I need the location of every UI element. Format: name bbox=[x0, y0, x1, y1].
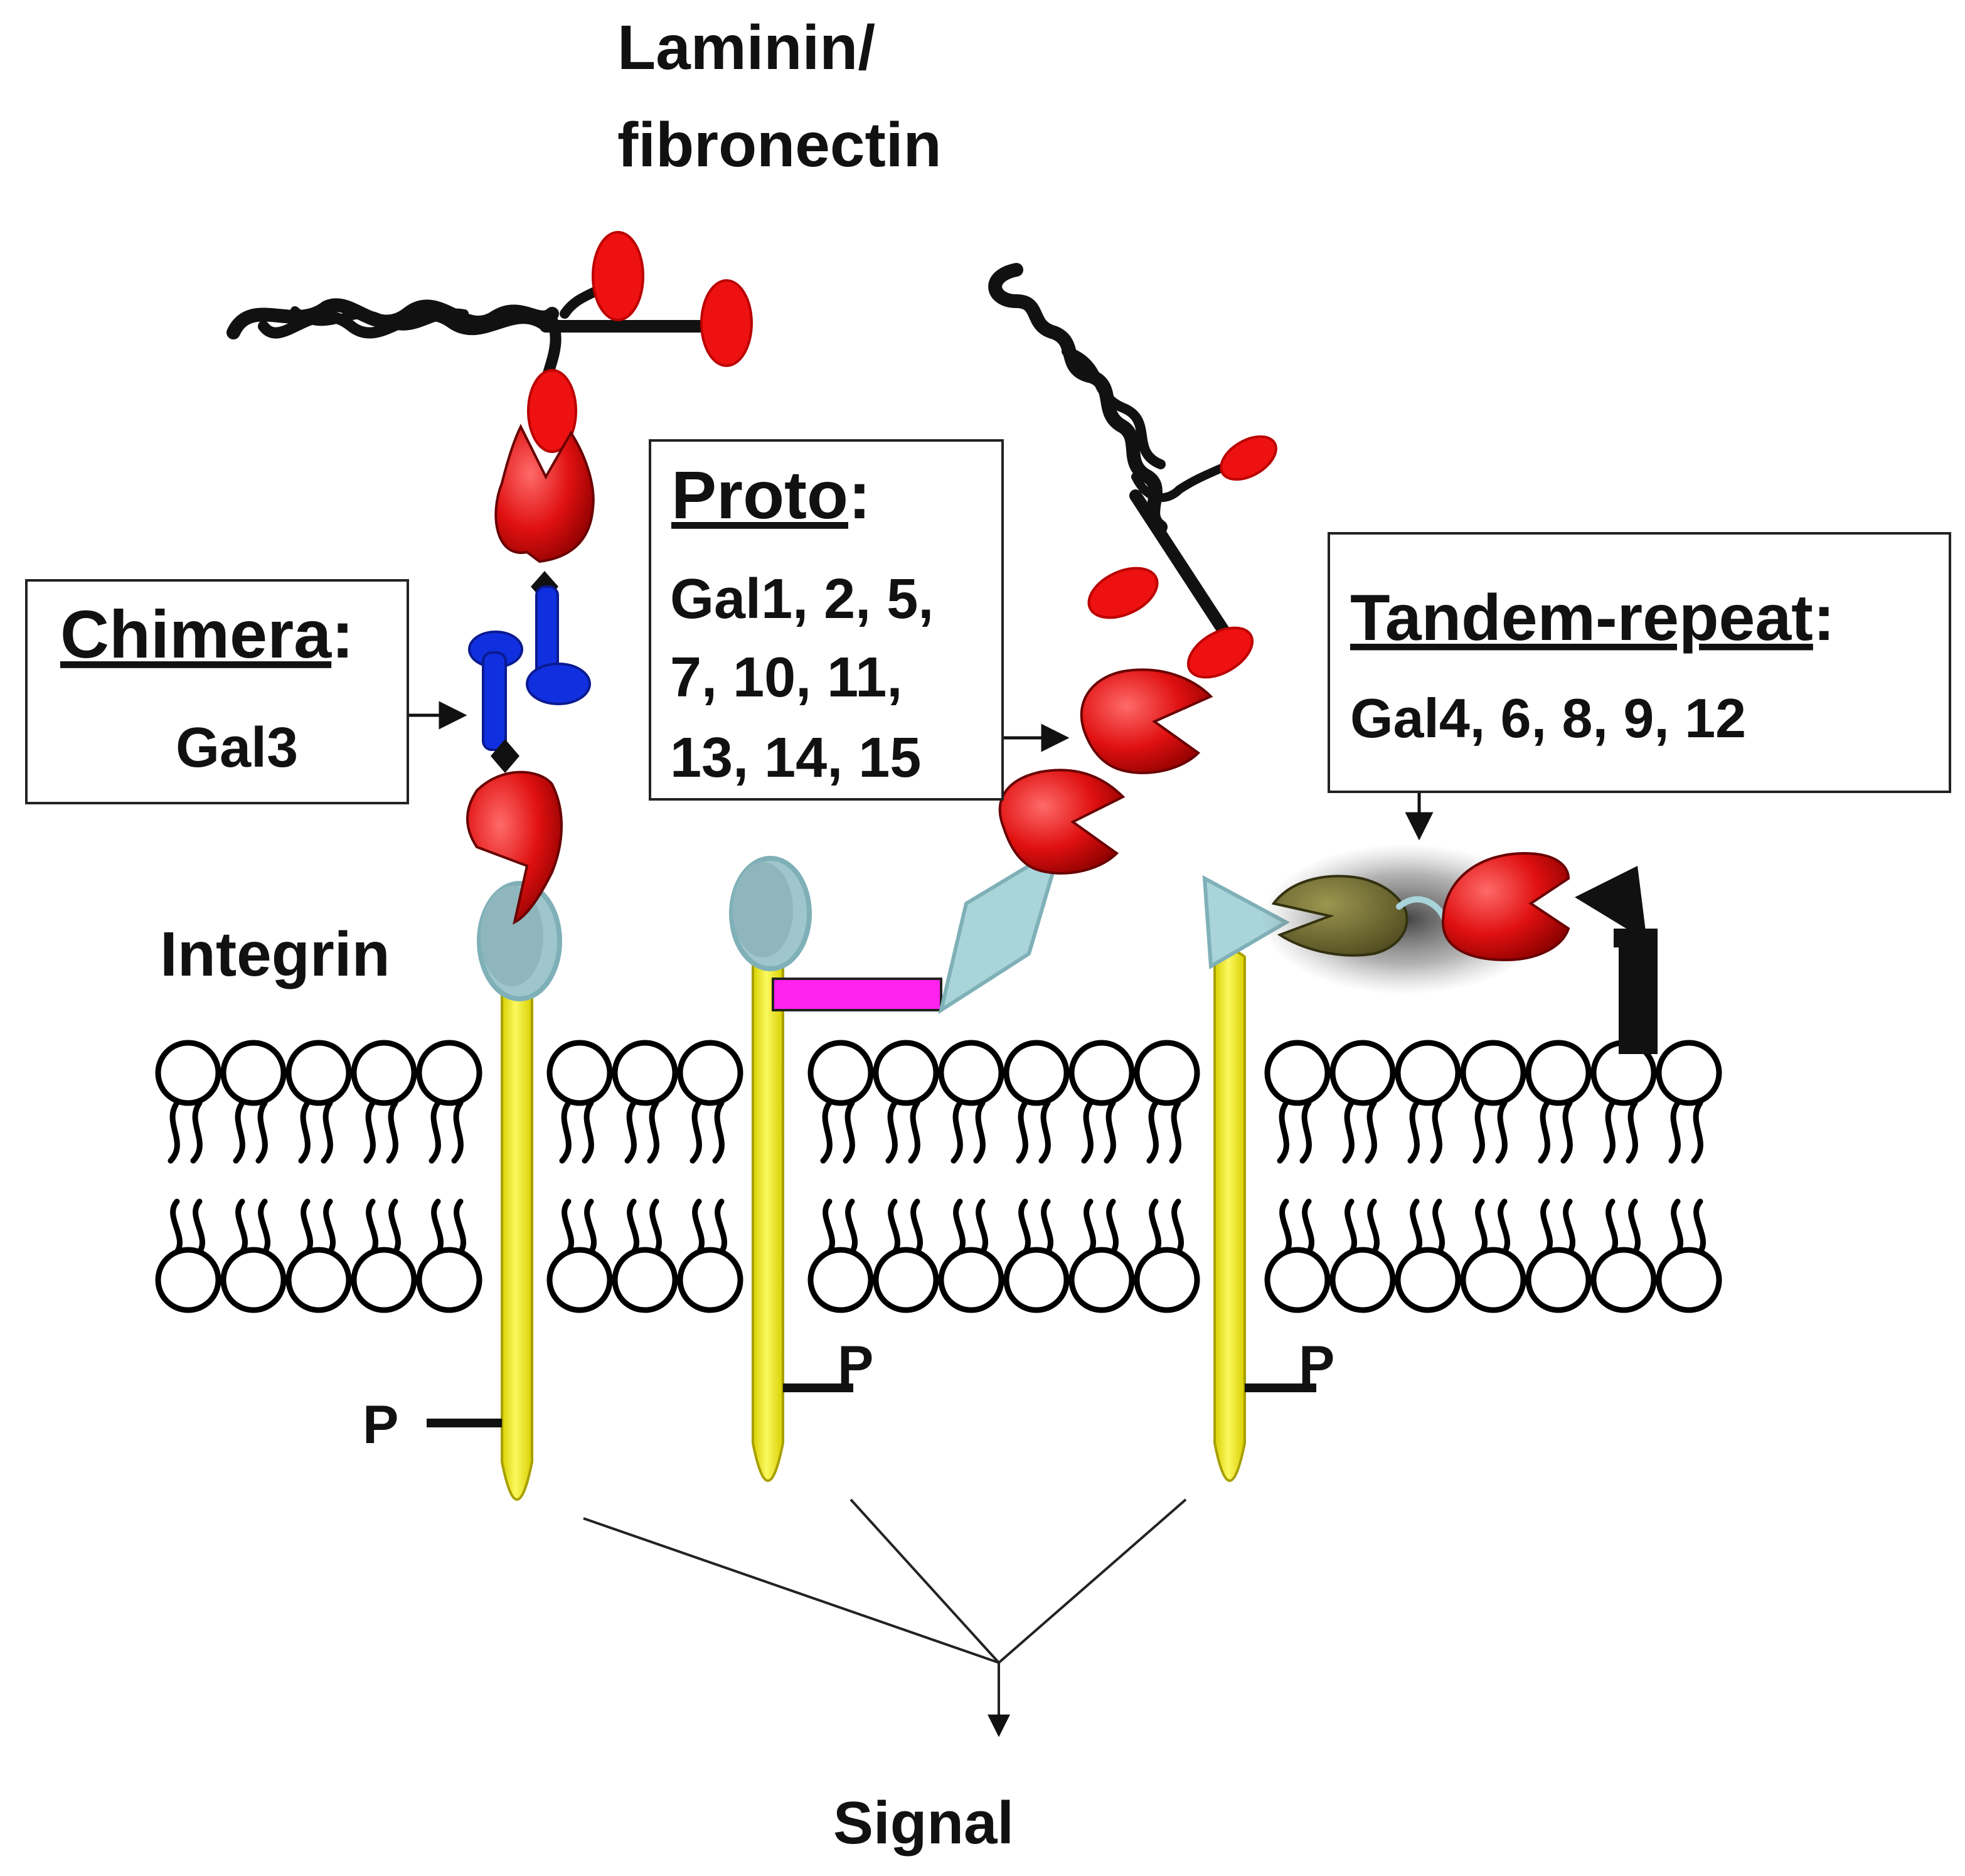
receptor-stalk bbox=[1213, 949, 1246, 1482]
galectin-crd-icon bbox=[466, 770, 563, 925]
lipid-head-icon bbox=[1525, 1040, 1592, 1106]
phosphorylation-2: P bbox=[783, 1335, 873, 1395]
receptor-1 bbox=[477, 881, 562, 1501]
lipid-head-icon bbox=[1264, 1040, 1331, 1106]
lipid-head-icon bbox=[220, 1247, 287, 1313]
phosphorylation-1: P bbox=[363, 1395, 502, 1455]
proto-members-line1: Gal1, 2, 5, bbox=[670, 568, 934, 631]
chimera-box bbox=[25, 579, 409, 804]
proto-members-line2: 7, 10, 11, bbox=[670, 646, 902, 709]
laminin-domain-icon bbox=[700, 279, 753, 367]
chimera-heading: Chimera: bbox=[60, 596, 354, 672]
lipid-bilayer bbox=[155, 1040, 1722, 1313]
laminin-domain-icon bbox=[1087, 567, 1159, 619]
lipid-head-icon bbox=[416, 1040, 482, 1106]
lipid-head-icon bbox=[351, 1040, 417, 1106]
lipid-head-icon bbox=[416, 1247, 482, 1313]
lipid-head-icon bbox=[1656, 1247, 1722, 1313]
proto-heading: Proto: bbox=[671, 457, 871, 533]
tandem-members: Gal4, 6, 8, 9, 12 bbox=[1350, 687, 1746, 749]
lipid-head-icon bbox=[285, 1040, 352, 1106]
galectin-crd-icon bbox=[998, 769, 1126, 875]
receptor-stalk bbox=[501, 981, 533, 1501]
galectin-crd-icon bbox=[1441, 851, 1570, 962]
proto-members-line3: 13, 14, 15 bbox=[670, 727, 921, 789]
receptor-stalk bbox=[752, 953, 784, 1482]
lipid-head-icon bbox=[1656, 1040, 1722, 1106]
phosphorylation-3: P bbox=[1245, 1335, 1334, 1395]
lipid-head-icon bbox=[807, 1040, 874, 1106]
receptor-2 bbox=[729, 843, 1064, 1482]
title-line1: Laminin/ bbox=[617, 13, 875, 83]
lipid-head-icon bbox=[220, 1040, 287, 1106]
lipid-head-icon bbox=[612, 1247, 678, 1313]
galectin-crd-icon bbox=[1080, 668, 1213, 774]
laminin-domain-icon bbox=[527, 369, 577, 453]
lipid-head-icon bbox=[807, 1247, 874, 1313]
lipid-head-icon bbox=[1590, 1247, 1657, 1313]
lipid-head-icon bbox=[1460, 1040, 1526, 1106]
lipid-head-icon bbox=[155, 1247, 221, 1313]
laminin-fiber-left bbox=[226, 231, 753, 453]
proto-galectin-dimer bbox=[998, 668, 1213, 875]
lipid-head-icon bbox=[938, 1247, 1004, 1313]
tandem-repeat-box bbox=[1328, 532, 1951, 793]
lipid-head-icon bbox=[1395, 1040, 1461, 1106]
lipid-head-icon bbox=[155, 1040, 221, 1106]
signal-label: Signal bbox=[833, 1789, 1014, 1857]
lipid-head-icon bbox=[677, 1040, 743, 1106]
chimera-diamond-icon bbox=[491, 739, 519, 773]
receptor-3 bbox=[1202, 875, 1291, 1482]
phospho-label: P bbox=[1299, 1335, 1334, 1395]
chimera-members: Gal3 bbox=[176, 717, 298, 779]
lipid-head-icon bbox=[677, 1247, 743, 1313]
black-receptor bbox=[1575, 866, 1658, 1054]
lipid-head-icon bbox=[1525, 1247, 1592, 1313]
laminin-domain-icon bbox=[1220, 435, 1277, 481]
lipid-head-icon bbox=[546, 1040, 613, 1106]
lipid-head-icon bbox=[351, 1247, 417, 1313]
laminin-fiber-right bbox=[988, 263, 1277, 679]
lipid-head-icon bbox=[1460, 1247, 1526, 1313]
tandem-second-crd-icon bbox=[1271, 875, 1409, 957]
laminin-domain-icon bbox=[592, 231, 644, 321]
title-line2: fibronectin bbox=[617, 110, 942, 180]
integrin-label: Integrin bbox=[160, 919, 390, 989]
lipid-head-icon bbox=[938, 1040, 1004, 1106]
lipid-head-icon bbox=[1264, 1247, 1331, 1313]
phospho-label: P bbox=[363, 1395, 398, 1455]
tandem-repeat-galectin bbox=[1261, 844, 1570, 994]
lipid-head-icon bbox=[1068, 1247, 1135, 1313]
signal-convergence bbox=[583, 1498, 1187, 1737]
tandem-heading: Tandem-repeat: bbox=[1350, 582, 1835, 654]
galectin-3-chimera bbox=[466, 424, 595, 925]
lipid-head-icon bbox=[873, 1040, 939, 1106]
lipid-head-icon bbox=[1003, 1040, 1070, 1106]
lipid-head-icon bbox=[546, 1247, 613, 1313]
linker-bar bbox=[772, 978, 942, 1011]
proto-box bbox=[649, 439, 1004, 801]
lipid-head-icon bbox=[285, 1247, 352, 1313]
glycan-wedge-icon bbox=[1575, 866, 1647, 941]
lipid-head-icon bbox=[1395, 1247, 1461, 1313]
lipid-head-icon bbox=[1329, 1040, 1396, 1106]
glycan-triangle-icon bbox=[1202, 875, 1291, 970]
lipid-head-icon bbox=[1134, 1247, 1200, 1313]
lipid-head-icon bbox=[1329, 1247, 1396, 1313]
lipid-head-icon bbox=[1134, 1040, 1200, 1106]
phospho-label: P bbox=[838, 1335, 873, 1395]
lipid-head-icon bbox=[612, 1040, 678, 1106]
laminin-domain-icon bbox=[1186, 626, 1254, 679]
galectin-crd-icon bbox=[494, 424, 595, 563]
lipid-head-icon bbox=[1003, 1247, 1070, 1313]
lipid-head-icon bbox=[873, 1247, 939, 1313]
lipid-head-icon bbox=[1068, 1040, 1135, 1106]
